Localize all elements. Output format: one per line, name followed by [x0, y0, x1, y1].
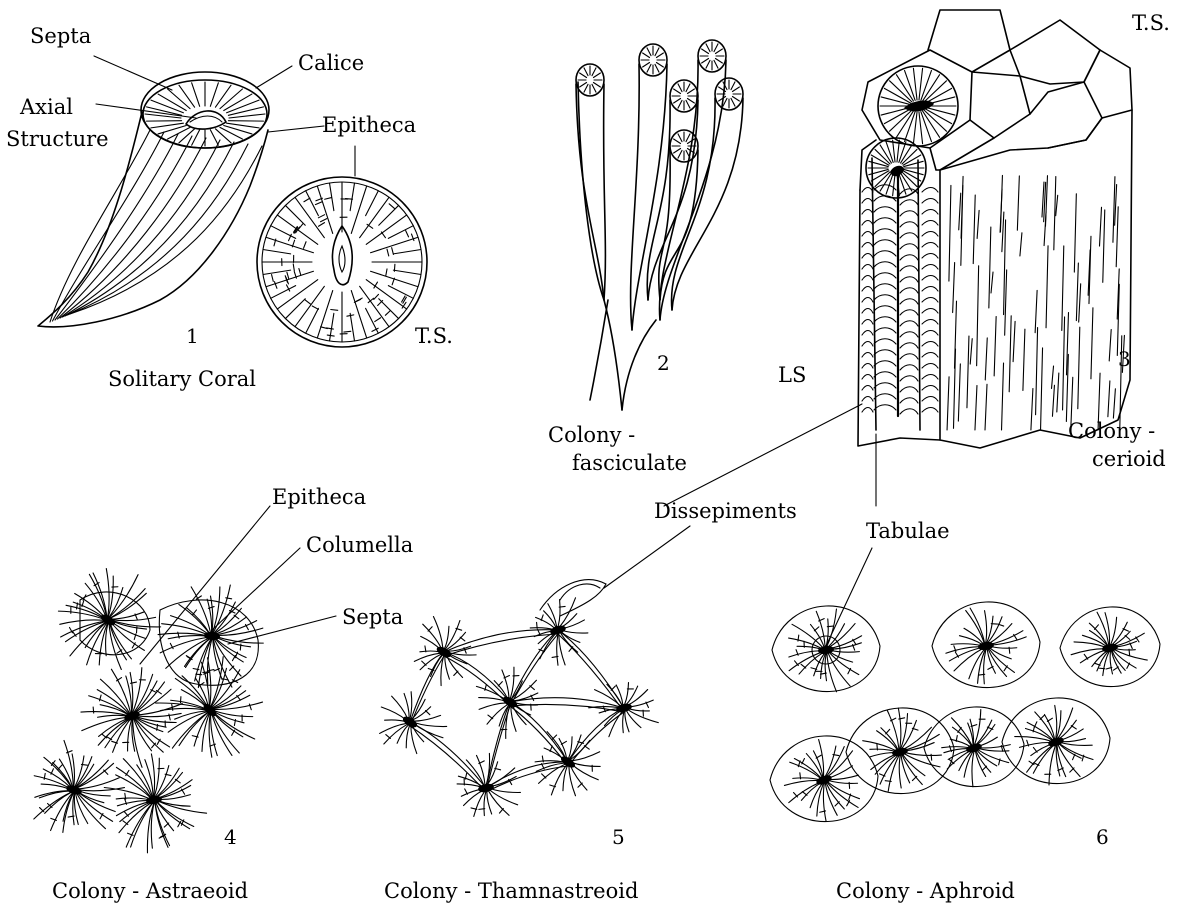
label-epitheca-1: Epitheca [322, 113, 416, 137]
thamnastreoid-colony-drawing [380, 580, 659, 817]
aphroid-colony-drawing [770, 602, 1160, 822]
figure-number-5: 5 [612, 825, 625, 849]
figure-number-6: 6 [1096, 825, 1109, 849]
label-ts-1: T.S. [415, 324, 453, 348]
label-axial-2: Structure [6, 127, 109, 151]
figure-number-3: 3 [1118, 347, 1131, 371]
label-ts-3: T.S. [1132, 11, 1170, 35]
label-axial-1: Axial [19, 95, 73, 119]
caption-fasciculate-2: fasciculate [572, 451, 687, 475]
shared-leader-lines [604, 404, 876, 646]
caption-astraeoid: Colony - Astraeoid [52, 879, 248, 903]
label-septa-4: Septa [342, 605, 403, 629]
figure-number-1: 1 [186, 324, 199, 348]
astraeoid-colony-drawing [34, 569, 263, 853]
caption-cerioid-2: cerioid [1092, 447, 1166, 471]
caption-cerioid-1: Colony - [1068, 419, 1155, 443]
label-ls: LS [778, 363, 806, 387]
figure-number-4: 4 [224, 825, 237, 849]
label-calice: Calice [298, 51, 364, 75]
cerioid-colony-drawing [858, 10, 1132, 448]
caption-solitary: Solitary Coral [108, 367, 256, 391]
caption-fasciculate-1: Colony - [548, 423, 635, 447]
label-columella: Columella [306, 533, 413, 557]
label-dissepiments: Dissepiments [654, 499, 797, 523]
figure-number-2: 2 [657, 351, 670, 375]
caption-thamnastreoid: Colony - Thamnastreoid [384, 879, 638, 903]
label-tabulae: Tabulae [866, 519, 950, 543]
label-epitheca-4: Epitheca [272, 485, 366, 509]
label-septa-1: Septa [30, 24, 91, 48]
fig4-leader-lines [140, 506, 336, 664]
caption-aphroid: Colony - Aphroid [836, 879, 1015, 903]
solitary-transverse-section [257, 177, 427, 347]
